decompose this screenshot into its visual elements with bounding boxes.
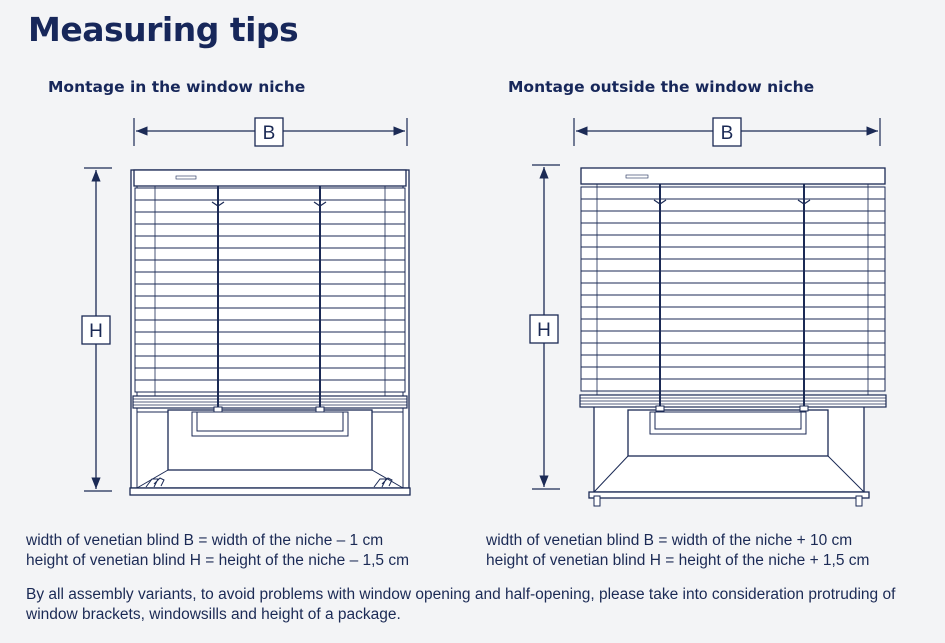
right-width-label-box <box>712 117 742 147</box>
left-height-label: H <box>89 321 103 342</box>
left-width-label-box <box>254 117 284 147</box>
left-slats <box>134 187 406 393</box>
right-headrail <box>580 167 886 185</box>
right-window-frame <box>627 409 829 457</box>
right-height-label: H <box>537 320 551 341</box>
left-height-label-box <box>81 315 111 345</box>
right-diagram <box>529 117 887 507</box>
right-width-label: B <box>721 123 734 144</box>
left-formulas: width of venetian blind B = width of the… <box>26 531 409 571</box>
right-height-label-box <box>529 314 559 344</box>
left-headrail <box>133 169 407 187</box>
right-formula-width: width of venetian blind B = width of the… <box>486 532 853 549</box>
assembly-note: By all assembly variants, to avoid probl… <box>26 586 896 623</box>
left-window-sill <box>129 487 411 496</box>
right-heading: Montage outside the window niche <box>508 78 815 96</box>
left-heading: Montage in the window niche <box>48 78 306 96</box>
left-formula-width: width of venetian blind B = width of the… <box>26 532 384 549</box>
right-formulas: width of venetian blind B = width of the… <box>486 531 869 571</box>
left-formula-height: height of venetian blind H = height of t… <box>26 552 410 569</box>
right-slats <box>580 186 886 392</box>
right-formula-height: height of venetian blind H = height of t… <box>486 552 870 569</box>
left-diagram <box>81 117 411 496</box>
page-title: Measuring tips <box>28 10 299 49</box>
left-width-label: B <box>263 123 276 144</box>
right-window-sill <box>588 491 870 499</box>
left-window-frame <box>167 409 373 471</box>
